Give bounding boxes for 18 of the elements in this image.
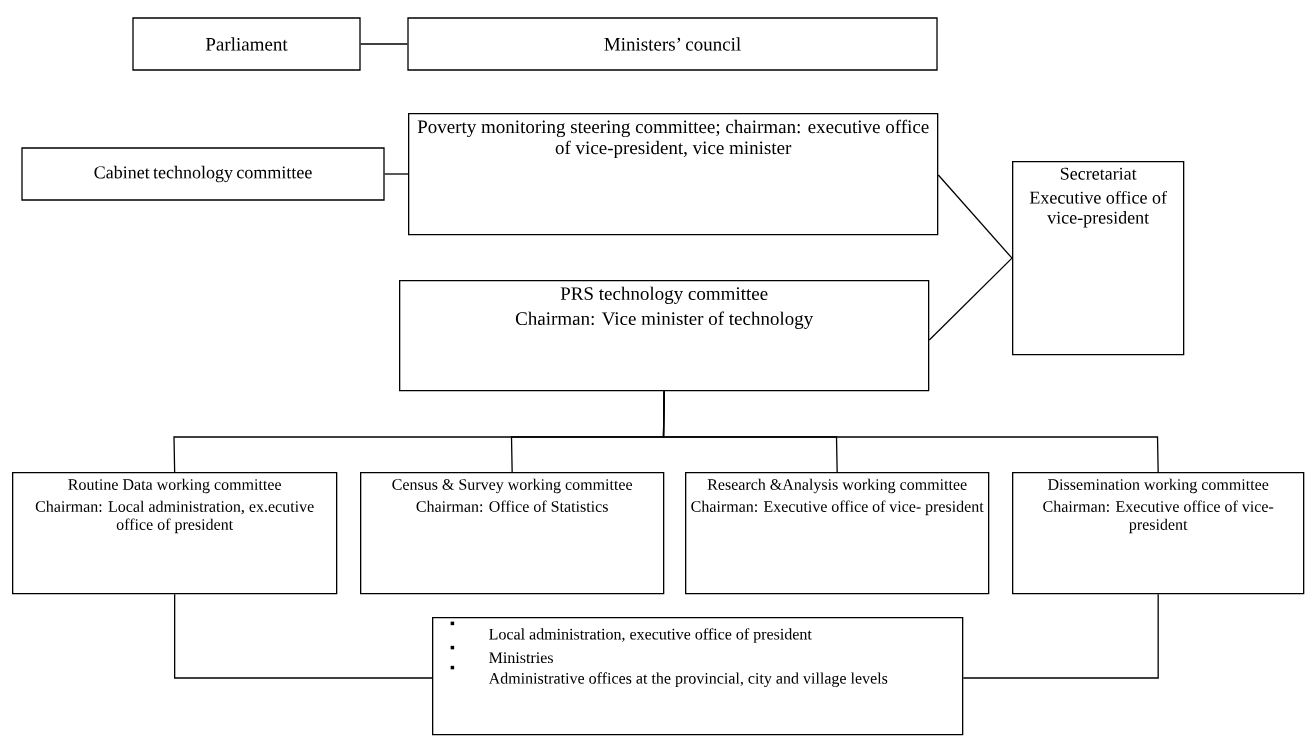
org-box: Ministers’ council — [407, 17, 938, 71]
org-box: Secretariat Executive office of vice-president — [1012, 161, 1185, 356]
org-box: Census & Survey working committee Chairman: Office of Statistics — [360, 472, 665, 595]
connector-line — [928, 257, 1013, 341]
list-box: Local administration, executive office of president Ministries Administrative offices at the provincial, city and village levels — [432, 617, 964, 736]
connector-line — [937, 174, 1013, 259]
org-box: Poverty monitoring steering committee; chairman: executive office of vice-president, vice minister — [408, 113, 939, 236]
connector-line — [962, 593, 1159, 679]
org-box: Research &Analysis working committee Chairman: Executive office of vice- president — [685, 472, 990, 595]
org-box: Routine Data working committee Chairman: Local administration, ex.ecutive office of president — [12, 472, 338, 595]
org-box: Dissemination working committee Chairman: Executive office of vice- president — [1012, 472, 1305, 595]
connector-line — [174, 593, 433, 679]
connector-line — [662, 390, 1159, 473]
connector-line — [360, 43, 408, 45]
org-box: PRS technology committee Chairman: Vice minister of technology — [399, 280, 930, 392]
connector-line — [384, 173, 409, 175]
org-box: Parliament — [132, 17, 361, 71]
org-box: Cabinet technology committee — [21, 147, 385, 201]
